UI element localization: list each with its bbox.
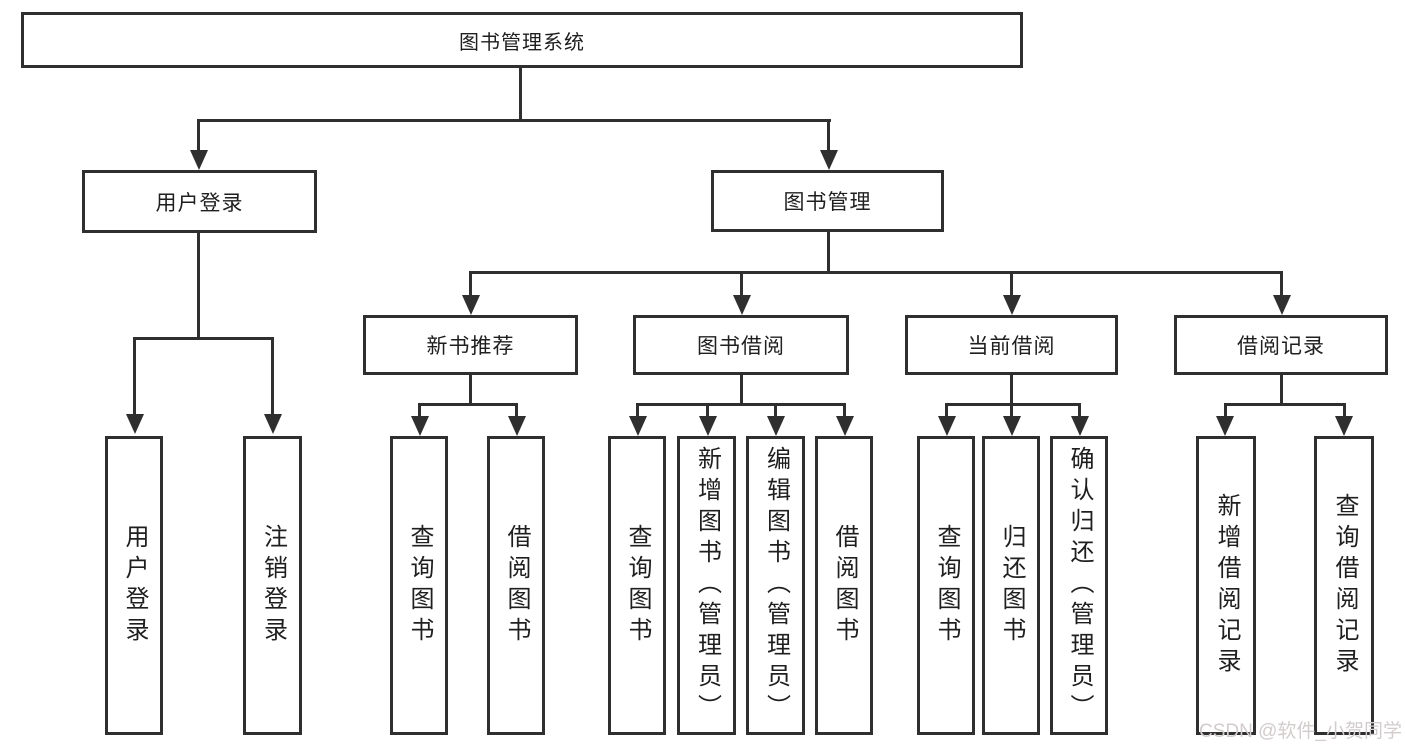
arrowhead-down-icon — [126, 414, 144, 434]
leaf-query-borrow-record-label: 查询借阅记录 — [1331, 492, 1358, 679]
connector-line — [636, 403, 846, 406]
arrowhead-down-icon — [264, 414, 282, 434]
arrowhead-down-icon — [1071, 416, 1089, 436]
connector-line — [1010, 374, 1013, 406]
connector-line — [133, 337, 274, 340]
arrowhead-down-icon — [1003, 416, 1021, 436]
leaf-query-books-borrow: 查询图书 — [608, 436, 666, 735]
leaf-user-login-label: 用户登录 — [121, 523, 148, 648]
connector-line — [843, 403, 846, 418]
leaf-edit-book-admin: 编辑图书（管理员） — [746, 436, 805, 735]
leaf-query-books-borrow-label: 查询图书 — [624, 523, 651, 648]
arrowhead-down-icon — [1003, 295, 1021, 315]
leaf-add-book-admin: 新增图书（管理员） — [677, 436, 736, 735]
leaf-add-borrow-record-label: 新增借阅记录 — [1213, 492, 1240, 679]
leaf-borrow-books-label: 借阅图书 — [831, 523, 858, 648]
leaf-logout: 注销登录 — [243, 436, 302, 735]
arrowhead-down-icon — [767, 416, 785, 436]
node-borrow-records: 借阅记录 — [1174, 315, 1388, 375]
connector-line — [197, 232, 200, 340]
node-user-login: 用户登录 — [82, 170, 317, 233]
connector-line — [1010, 271, 1013, 298]
watermark: CSDN @软件_小贺同学 — [1199, 721, 1402, 742]
connector-line — [1224, 403, 1346, 406]
connector-line — [1280, 271, 1283, 298]
connector-line — [418, 403, 518, 406]
leaf-query-books-current-label: 查询图书 — [933, 523, 960, 648]
node-current-borrow: 当前借阅 — [905, 315, 1118, 375]
connector-line — [418, 403, 421, 418]
connector-line — [469, 271, 472, 298]
arrowhead-down-icon — [1273, 295, 1291, 315]
connector-line — [1010, 403, 1013, 418]
leaf-query-borrow-record: 查询借阅记录 — [1314, 436, 1374, 735]
connector-line — [945, 403, 948, 418]
connector-line — [945, 403, 1081, 406]
connector-line — [1343, 403, 1346, 418]
connector-line — [774, 403, 777, 418]
leaf-borrow-books-recommend: 借阅图书 — [487, 436, 545, 735]
leaf-edit-book-admin-label: 编辑图书（管理员） — [762, 446, 790, 725]
connector-line — [271, 337, 274, 416]
leaf-add-book-admin-label: 新增图书（管理员） — [693, 446, 721, 725]
arrowhead-down-icon — [699, 416, 717, 436]
connector-line — [469, 374, 472, 406]
connector-line — [515, 403, 518, 418]
leaf-return-book-label: 归还图书 — [998, 523, 1025, 648]
arrowhead-down-icon — [1216, 416, 1234, 436]
connector-line — [827, 231, 830, 274]
node-root: 图书管理系统 — [21, 12, 1023, 68]
connector-line — [740, 374, 743, 406]
node-book-borrow: 图书借阅 — [633, 315, 849, 375]
arrowhead-down-icon — [836, 416, 854, 436]
connector-line — [133, 337, 136, 416]
connector-line — [1280, 374, 1283, 406]
connector-line — [1078, 403, 1081, 418]
leaf-logout-label: 注销登录 — [259, 523, 287, 648]
connector-line — [1224, 403, 1227, 418]
leaf-query-books-recommend-label: 查询图书 — [406, 523, 433, 648]
arrowhead-down-icon — [411, 416, 429, 436]
leaf-borrow-books-recommend-label: 借阅图书 — [503, 523, 530, 648]
connector-line — [706, 403, 709, 418]
arrowhead-down-icon — [462, 295, 480, 315]
connector-line — [197, 119, 200, 152]
leaf-add-borrow-record: 新增借阅记录 — [1196, 436, 1256, 735]
connector-line — [519, 67, 522, 122]
leaf-return-book: 归还图书 — [982, 436, 1040, 735]
leaf-borrow-books: 借阅图书 — [815, 436, 873, 735]
arrowhead-down-icon — [733, 295, 751, 315]
connector-line — [636, 403, 639, 418]
leaf-confirm-return-admin-label: 确认归还（管理员） — [1066, 446, 1093, 725]
arrowhead-down-icon — [820, 150, 838, 170]
arrowhead-down-icon — [190, 150, 208, 170]
node-new-book-recommend: 新书推荐 — [363, 315, 578, 375]
leaf-user-login: 用户登录 — [105, 436, 163, 735]
node-book-management: 图书管理 — [711, 170, 944, 232]
arrowhead-down-icon — [508, 416, 526, 436]
connector-line — [740, 271, 743, 298]
leaf-query-books-current: 查询图书 — [917, 436, 975, 735]
connector-line — [197, 119, 831, 122]
arrowhead-down-icon — [629, 416, 647, 436]
leaf-confirm-return-admin: 确认归还（管理员） — [1050, 436, 1108, 735]
connector-line — [827, 119, 830, 152]
connector-line — [469, 271, 1283, 274]
arrowhead-down-icon — [938, 416, 956, 436]
arrowhead-down-icon — [1335, 416, 1353, 436]
leaf-query-books-recommend: 查询图书 — [390, 436, 448, 735]
